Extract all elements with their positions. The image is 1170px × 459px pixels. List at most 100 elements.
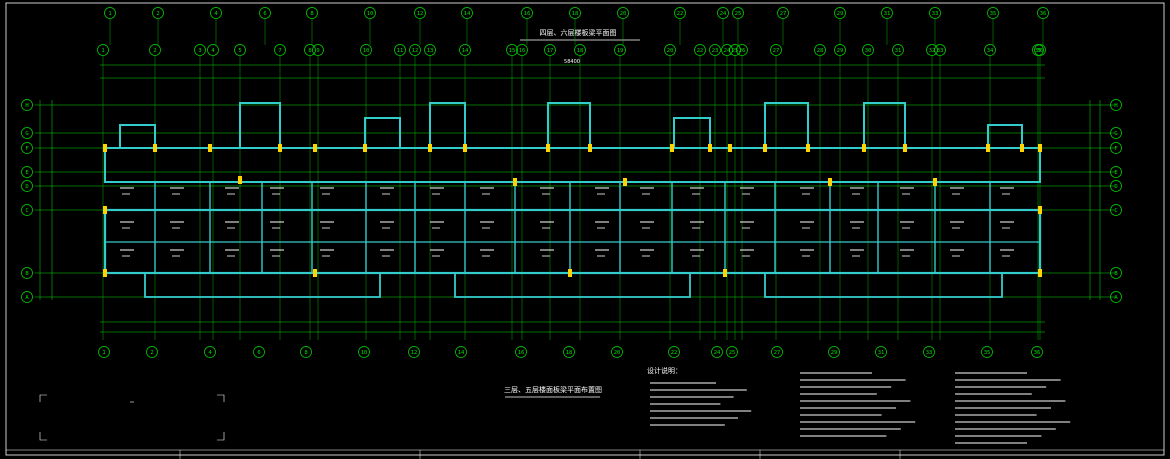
column-10 <box>546 144 550 152</box>
axis-26-label: 26 <box>739 48 746 54</box>
bottom-axis-25-circle <box>726 346 738 358</box>
bottom-axis-6-circle <box>253 346 265 358</box>
top-axis-36-label: 36 <box>1040 11 1047 17</box>
top-axis-25-circle <box>732 7 744 19</box>
top-axis-18-circle <box>569 7 581 19</box>
top-axis-6-circle <box>259 7 271 19</box>
top-axis-1-circle <box>104 7 116 19</box>
upper-wall-band <box>104 147 1041 183</box>
column-1 <box>153 144 157 152</box>
column-3 <box>238 176 242 184</box>
axis-22-label: 22 <box>697 48 704 54</box>
design-notes <box>650 372 1071 444</box>
top-axis-27-label: 27 <box>780 11 787 17</box>
row-right-H-circle <box>1110 99 1122 111</box>
title-block <box>179 450 901 459</box>
top-axis-35-circle <box>987 7 999 19</box>
bottom-axis-12-label: 12 <box>411 350 418 356</box>
column-27 <box>1038 206 1042 214</box>
row-left-D-circle <box>21 180 33 192</box>
bottom-axis-29-label: 29 <box>831 350 838 356</box>
row-right-H-label: H <box>1114 103 1117 109</box>
top-axis-24-label: 24 <box>720 11 727 17</box>
axis-23-circle <box>709 44 721 56</box>
north-projection-4 <box>547 102 591 149</box>
top-axis-2-circle <box>152 7 164 19</box>
axis-36-label: 36 <box>1037 48 1044 54</box>
column-19 <box>862 144 866 152</box>
axis-8-label: 8 <box>308 48 311 54</box>
axis-22-circle <box>694 44 706 56</box>
top-axis-36-circle <box>1037 7 1049 19</box>
front-bay-0 <box>144 272 381 298</box>
bottom-axis-20-label: 20 <box>614 350 621 356</box>
axis-27-circle <box>770 44 782 56</box>
row-right-A-circle <box>1110 291 1122 303</box>
row-right-B-circle <box>1110 267 1122 279</box>
top-axis-4-label: 4 <box>214 11 218 17</box>
axis-10-label: 10 <box>363 48 370 54</box>
bottom-axis-18-label: 18 <box>566 350 573 356</box>
axis-34-circle <box>984 44 996 56</box>
top-axis-10-circle <box>364 7 376 19</box>
front-bay-2 <box>764 272 1003 298</box>
axis-25-circle <box>729 44 741 56</box>
overall-dimension-top: 58400 <box>564 59 580 65</box>
bottom-axis-35-label: 35 <box>984 350 991 356</box>
bottom-axis-1-circle <box>98 346 110 358</box>
row-right-A-label: A <box>1114 295 1118 301</box>
column-21 <box>933 178 937 186</box>
crop-marks <box>39 394 225 441</box>
north-projection-8 <box>987 124 1023 149</box>
column-13 <box>670 144 674 152</box>
axis-11-label: 11 <box>397 48 404 54</box>
top-axis-12-label: 12 <box>417 11 424 17</box>
bottom-axis-20-circle <box>611 346 623 358</box>
axis-5-label: 5 <box>238 48 241 54</box>
axis-24-label: 24 <box>724 48 731 54</box>
bottom-axis-10-circle <box>358 346 370 358</box>
row-right-D-circle <box>1110 180 1122 192</box>
notes-heading: 设计说明： <box>647 366 682 375</box>
column-25 <box>103 206 107 214</box>
axis-8-circle <box>304 44 316 56</box>
top-axis-2-label: 2 <box>156 11 159 17</box>
top-axis-25-label: 25 <box>735 11 742 17</box>
row-left-H-label: H <box>25 103 28 109</box>
column-11 <box>588 144 592 152</box>
row-right-D-label: D <box>1114 184 1117 190</box>
wall-outlines <box>103 102 1042 298</box>
top-axis-12-circle <box>414 7 426 19</box>
column-20 <box>903 144 907 152</box>
row-left-B-label: B <box>25 271 29 277</box>
column-15 <box>728 144 732 152</box>
axis-14-circle <box>459 44 471 56</box>
row-right-C-label: C <box>1114 208 1117 214</box>
axis-26-circle <box>736 44 748 56</box>
axis-17-label: 17 <box>547 48 554 54</box>
axis-15-circle <box>506 44 518 56</box>
axis-30-label: 30 <box>865 48 872 54</box>
axis-7-label: 7 <box>278 48 281 54</box>
bottom-axis-36-circle <box>1031 346 1043 358</box>
bottom-axis-22-circle <box>668 346 680 358</box>
north-projection-5 <box>673 117 711 149</box>
axis-20-circle <box>664 44 676 56</box>
top-axis-33-label: 33 <box>932 11 939 17</box>
row-left-D-label: D <box>25 184 28 190</box>
column-7 <box>428 144 432 152</box>
axis-29-label: 29 <box>837 48 844 54</box>
column-31 <box>313 269 317 277</box>
column-28 <box>1038 269 1042 277</box>
top-axis-8-label: 8 <box>310 11 313 17</box>
axis-28-circle <box>814 44 826 56</box>
row-right-G-label: G <box>1114 131 1117 137</box>
top-axis-33-circle <box>929 7 941 19</box>
row-right-C-circle <box>1110 204 1122 216</box>
column-0 <box>103 144 107 152</box>
top-axis-14-circle <box>461 7 473 19</box>
top-axis-31-circle <box>881 7 893 19</box>
column-16 <box>763 144 767 152</box>
axis-35-circle <box>1032 44 1044 56</box>
